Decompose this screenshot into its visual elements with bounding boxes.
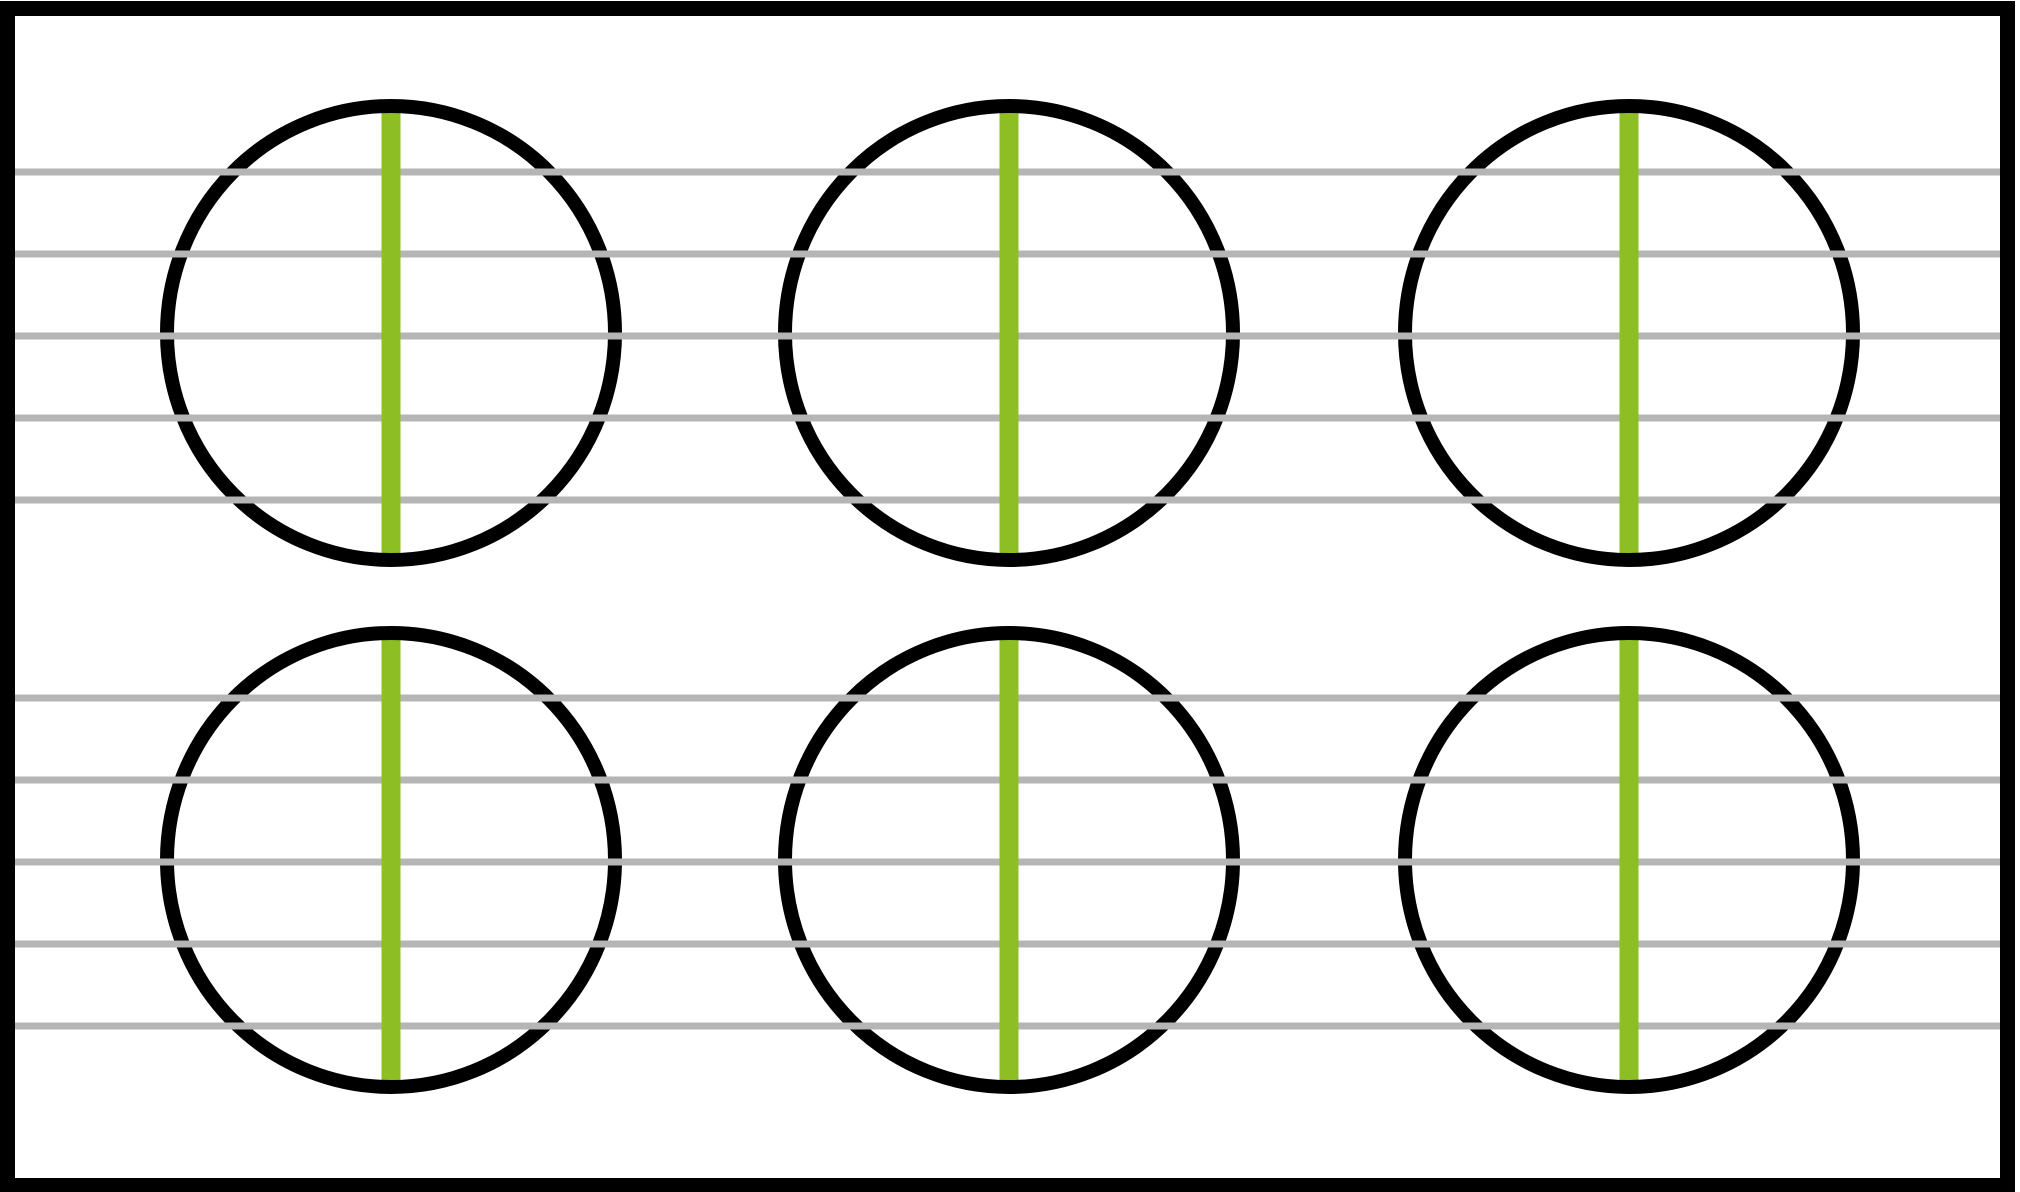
vertical-lines-top-layer [381,167,1639,1031]
